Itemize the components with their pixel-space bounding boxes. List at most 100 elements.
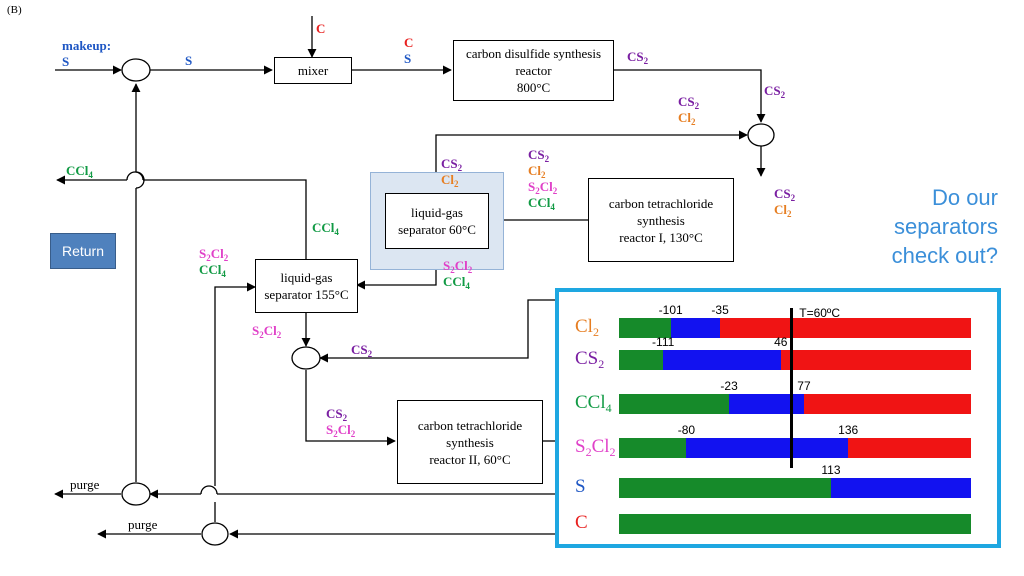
stream-species: CS2 [678, 94, 700, 111]
stream-species: S [62, 54, 70, 69]
solid-range-bar [619, 350, 664, 370]
stream-species: CCl4 [443, 274, 470, 291]
stream-species: Cl2 [528, 163, 546, 180]
gas-range-bar [848, 438, 971, 458]
separator-60-line2: separator 60°C [398, 222, 476, 237]
stream-species: makeup: [62, 38, 112, 53]
mixer-label: mixer [297, 63, 329, 78]
liquid-range-bar [670, 318, 721, 338]
stream-label-makeup: makeup:S [62, 38, 111, 70]
chart-row-label: C [575, 512, 588, 533]
stream-label-ccl4-product: CCl4 [66, 163, 93, 180]
chart-row-label: S [575, 476, 586, 497]
ccl4-reactor-2-box: carbon tetrachloride synthesis reactor I… [397, 400, 543, 484]
line-recycle-to-sep155-b [214, 282, 256, 486]
stream-species: S [185, 53, 193, 68]
solid-range-bar [619, 394, 730, 414]
line-cs2-recycle [319, 299, 555, 363]
stream-label-cs2-out: CS2 [627, 49, 648, 66]
transition-temp-label: -23 [720, 379, 738, 393]
stream-label-cs2-down: CS2 [764, 83, 785, 100]
ccl4-reactor-1-box: carbon tetrachloride synthesis reactor I… [588, 178, 734, 262]
stream-species: S2Cl2 [326, 422, 356, 439]
liquid-range-bar [729, 394, 804, 414]
stream-species: CCl4 [312, 220, 339, 237]
stream-species: S [404, 51, 412, 66]
separator-155-line2: separator 155°C [264, 287, 349, 302]
stream-label-ccl4-from-sep155: CCl4 [312, 220, 339, 237]
stream-species: CCl4 [66, 163, 93, 180]
question-line-2: separators [894, 214, 998, 239]
stream-species: Cl2 [441, 172, 459, 189]
transition-temp-label: -101 [658, 303, 683, 317]
cs2-reactor-line2: reactor [515, 63, 552, 78]
gas-range-bar [720, 318, 971, 338]
stream-species: CS2 [351, 342, 373, 359]
junction-lower [291, 346, 321, 370]
stream-species: CS2 [441, 156, 463, 173]
stream-species: CCl4 [199, 262, 226, 279]
stream-species: CS2 [528, 147, 550, 164]
stream-species: CS2 [326, 406, 348, 423]
stream-species: Cl2 [678, 110, 696, 127]
ccl4-reactor-1-line3: reactor I, 130°C [619, 229, 703, 245]
question-text: Do our separators check out? [838, 183, 998, 270]
junction-cs2 [747, 123, 775, 147]
stream-species: S2Cl2 [528, 179, 558, 196]
cs2-reactor-line3: 800°C [516, 80, 551, 95]
mixer-box: mixer [274, 57, 352, 84]
return-button[interactable]: Return [50, 233, 116, 269]
junction-top-left [121, 58, 151, 82]
line-cs2-out [614, 69, 766, 123]
ccl4-reactor-2-line2: synthesis [446, 434, 494, 450]
question-line-3: check out? [891, 243, 998, 268]
figure-tag: (B) [7, 4, 22, 16]
stream-species: CCl4 [528, 195, 555, 212]
line-ccl4-product [143, 179, 307, 259]
purge-label-upper: purge [70, 477, 100, 492]
chart-row-label: CS2 [575, 348, 605, 371]
solid-range-bar [619, 318, 671, 338]
question-line-1: Do our [931, 185, 998, 210]
chart-row-label: Cl2 [575, 316, 599, 339]
ccl4-reactor-2-line3: reactor II, 60°C [429, 451, 511, 467]
cs2-reactor-box: carbon disulfide synthesis reactor 800°C [453, 40, 614, 101]
purge-label-lower: purge [128, 517, 158, 532]
line-ccl4-hop [126, 171, 144, 181]
ccl4-reactor-1-line1: carbon tetrachloride [608, 195, 714, 211]
separator-155-box: liquid-gas separator 155°C [255, 259, 358, 313]
transition-temp-label: -35 [711, 303, 729, 317]
line-junction-to-reactor2 [305, 370, 396, 446]
transition-temp-label: 77 [797, 379, 811, 393]
stream-species: CS2 [774, 186, 796, 203]
solid-range-bar [619, 478, 831, 498]
temperature-marker-line [790, 308, 794, 468]
stream-label-sep155-bottom: S2Cl2 [252, 323, 281, 340]
chart-row-label: CCl4 [575, 392, 612, 415]
temperature-marker-label: T=60ºC [799, 306, 840, 320]
junction-purge-lower [201, 522, 229, 546]
transition-temp-label: 113 [821, 463, 841, 477]
ccl4-reactor-1-line2: synthesis [637, 212, 685, 228]
ccl4-reactor-2-line1: carbon tetrachloride [417, 417, 523, 433]
stream-species: C [404, 35, 414, 50]
solid-range-bar [619, 438, 687, 458]
stream-label-s-to-mixer: S [185, 53, 192, 69]
stream-species: S2Cl2 [199, 246, 229, 263]
transition-temp-label: 136 [838, 423, 859, 437]
gas-range-bar [780, 350, 971, 370]
stream-species: S2Cl2 [443, 258, 473, 275]
chart-row-label: S2Cl2 [575, 436, 616, 459]
transition-temp-label: -80 [677, 423, 696, 437]
separator-60-line1: liquid-gas [411, 205, 463, 220]
cs2-reactor-line1: carbon disulfide synthesis [465, 46, 602, 61]
liquid-range-bar [686, 438, 849, 458]
